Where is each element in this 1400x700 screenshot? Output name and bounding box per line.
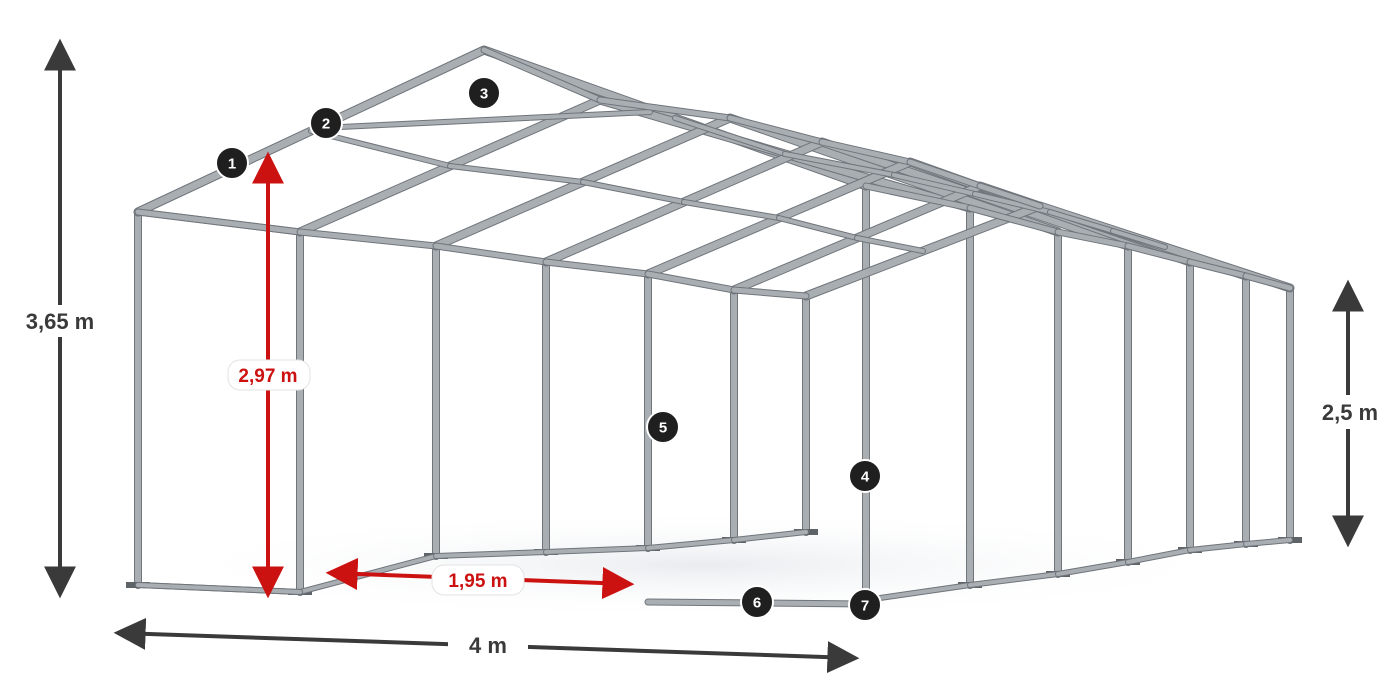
ground-rail-right-2 [968, 572, 1060, 587]
ridge-purlin-1 [481, 47, 603, 103]
tent-frame [126, 45, 1302, 608]
dimension-side-height: 2,5 m [1308, 279, 1392, 548]
eave-purlin-right-5 [1187, 259, 1249, 279]
callout-4: 4 [848, 459, 882, 493]
bay-spacing-label: 1,95 m [448, 571, 507, 592]
callout-5-number: 5 [659, 420, 667, 437]
callout-1: 1 [215, 146, 249, 180]
callout-3: 3 [467, 76, 501, 110]
callout-4-number: 4 [861, 469, 870, 486]
eave-height-label: 2,97 m [238, 366, 297, 387]
callout-7-number: 7 [861, 598, 869, 615]
roof-purlin-left-6 [855, 236, 925, 253]
dimension-eave-height: 2,97 m [227, 151, 311, 599]
eave-purlin-left-6 [731, 287, 809, 299]
ridge-purlin-6 [977, 183, 1043, 209]
callout-7: 7 [848, 588, 882, 622]
ground-rail-right-6 [1244, 538, 1292, 546]
callout-6: 6 [740, 585, 774, 619]
ridge-purlin-2 [597, 97, 733, 121]
ground-rail-right-5 [1188, 542, 1248, 552]
callout-2: 2 [309, 106, 343, 140]
ground-rail-left-3 [434, 550, 548, 558]
callout-3-number: 3 [480, 86, 488, 103]
collar-tie-1 [318, 110, 652, 130]
ground-rail-left-5 [646, 538, 736, 550]
eave-purlin-right-6 [1243, 273, 1293, 291]
ground-rail-right-4 [1126, 548, 1192, 564]
callout-badges: 1 2 3 4 5 6 7 [215, 76, 882, 622]
eave-purlin-left-2 [297, 229, 439, 249]
ground-rail-left-6 [732, 530, 808, 542]
eave-purlin-right-2 [967, 205, 1061, 235]
roof-purlin-right-4 [973, 192, 1052, 214]
callout-1-number: 1 [228, 156, 236, 173]
roof-purlin-left-3 [581, 180, 686, 204]
ground-rail-left-4 [544, 546, 650, 554]
roof-purlin-left-2 [448, 164, 585, 184]
roof-purlin-left-4 [682, 200, 781, 220]
eave-purlin-right-4 [1125, 243, 1193, 265]
ridge-purlin-4 [819, 139, 913, 165]
ground-rail-right-3 [1056, 560, 1130, 576]
side-height-label: 2,5 m [1322, 400, 1378, 425]
roof-purlin-right-5 [1048, 210, 1115, 233]
dimension-total-height: 3,65 m [18, 38, 104, 599]
eave-purlin-right-3 [1055, 229, 1131, 249]
eave-purlin-left-4 [543, 259, 651, 277]
dimension-width: 4 m [113, 617, 860, 674]
total-height-label: 3,65 m [26, 309, 95, 334]
ridge-purlin-5 [907, 159, 983, 189]
width-label: 4 m [469, 633, 507, 658]
callout-5: 5 [646, 410, 680, 444]
ridge-purlin-3 [727, 115, 825, 145]
eave-purlin-left-3 [433, 243, 549, 265]
eave-purlin-left-5 [645, 271, 737, 293]
callout-6-number: 6 [753, 595, 761, 612]
roof-purlin-right-3 [892, 173, 977, 196]
dimension-bay-spacing: 1,95 m [325, 557, 635, 600]
eave-purlin-right-1 [863, 183, 973, 211]
roof-purlin-left-5 [777, 216, 859, 240]
ground-rail-right-1 [864, 583, 972, 602]
callout-2-number: 2 [322, 116, 330, 133]
eave-purlin-left-1 [135, 209, 303, 235]
roof-purlin-right-1 [673, 116, 787, 156]
roof-purlin-right-6 [1111, 229, 1167, 249]
roof-purlin-right-2 [783, 152, 896, 177]
